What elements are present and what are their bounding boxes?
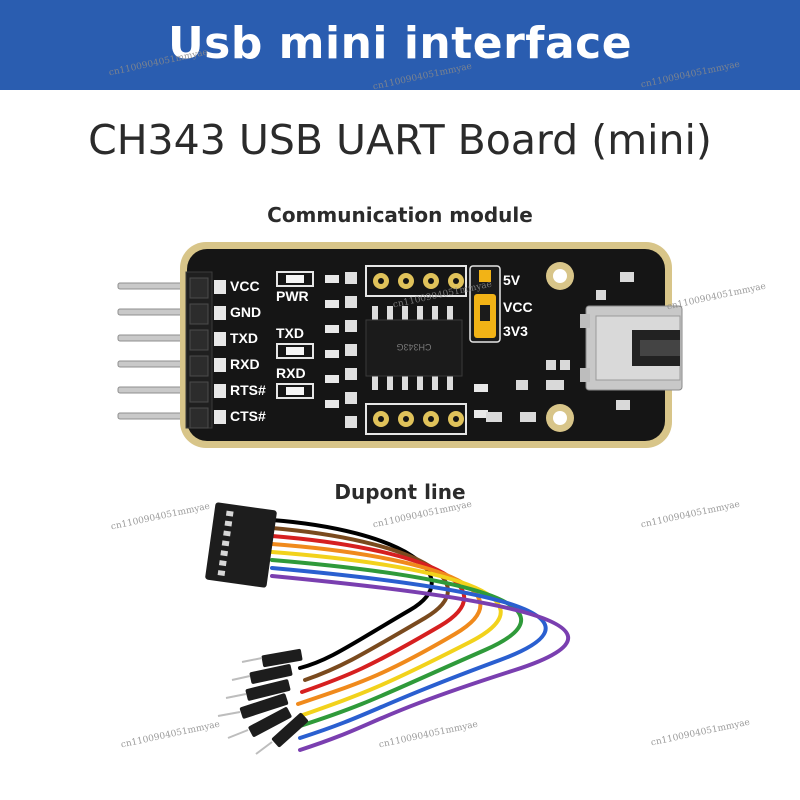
header-title: Usb mini interface: [167, 18, 633, 69]
ch343-chip: CH343G: [365, 306, 463, 390]
dupont-wires: [270, 518, 571, 752]
jumper-label-vcc: VCC: [503, 299, 533, 315]
header-banner: Usb mini interface: [0, 0, 800, 90]
status-leds: [276, 271, 314, 399]
pin-label-rxd: RXD: [230, 356, 260, 372]
product-title: CH343 USB UART Board (mini): [88, 116, 712, 164]
male-connectors: [239, 648, 309, 748]
mounting-holes: [546, 262, 574, 432]
pin-label-cts: CTS#: [230, 408, 266, 424]
jumper-label-5v: 5V: [503, 272, 521, 288]
top-pad-row: [365, 265, 467, 297]
jumper-label-3v3: 3V3: [503, 323, 528, 339]
pin-label-rts: RTS#: [230, 382, 266, 398]
pin-label-vcc: VCC: [230, 278, 260, 294]
voltage-jumper: [469, 265, 501, 343]
mini-usb-port: [580, 305, 683, 391]
board-section-label: Communication module: [267, 203, 533, 227]
led-label-rxd: RXD: [276, 365, 306, 381]
cable-section-label: Dupont line: [334, 480, 466, 504]
led-label-pwr: PWR: [276, 288, 309, 304]
pin-label-gnd: GND: [230, 304, 261, 320]
chip-marking: CH343G: [396, 342, 431, 352]
bottom-pad-row: [365, 403, 467, 435]
header-pins: [117, 282, 191, 420]
pin-label-txd: TXD: [230, 330, 258, 346]
led-label-txd: TXD: [276, 325, 304, 341]
female-connector: [205, 502, 277, 588]
